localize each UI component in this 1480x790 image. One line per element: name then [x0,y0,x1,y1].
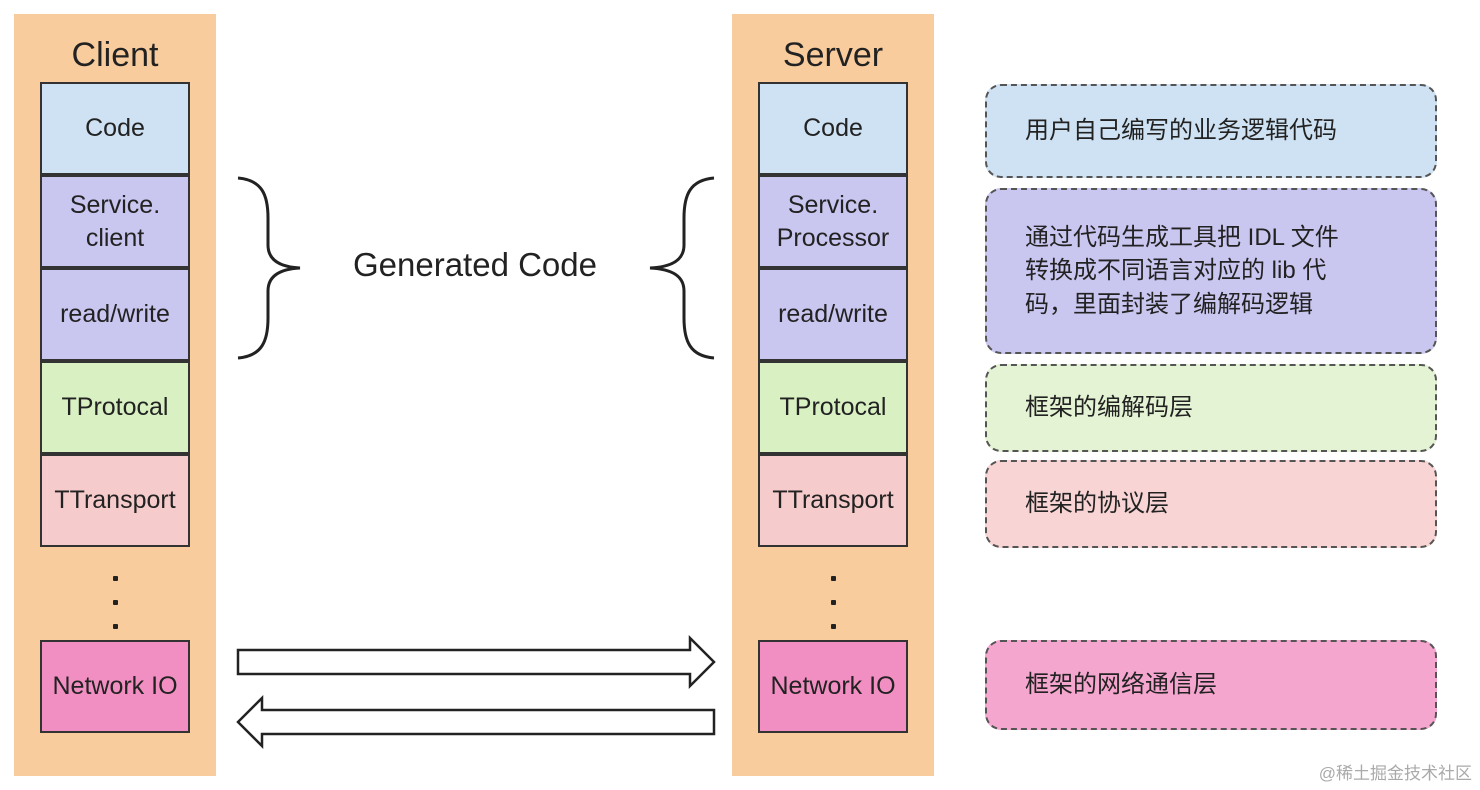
desc-network-text: 框架的网络通信层 [1025,671,1217,699]
server-code-layer: Code [758,82,908,175]
left-brace [237,176,301,360]
client-protocol-layer: TProtocal [40,361,190,454]
server-transport-layer: TTransport [758,454,908,547]
client-service-label: Service. client [69,191,161,252]
server-ellipsis-dot [831,624,836,629]
server-service-label: Service. Processor [776,191,890,252]
server-title: Server [782,36,884,74]
client-ellipsis-dot [113,576,118,581]
server-code-label: Code [803,114,863,143]
server-protocol-layer: TProtocal [758,361,908,454]
right-brace [649,176,715,360]
desc-protocol-box: 框架的编解码层 [985,364,1437,452]
server-protocol-label: TProtocal [779,393,887,422]
desc-generated-text: 通过代码生成工具把 IDL 文件 转换成不同语言对应的 lib 代 码，里面封装… [1025,224,1339,318]
server-readwrite-layer: read/write [758,268,908,361]
server-service-layer: Service. Processor [758,175,908,268]
server-network-label: Network IO [770,672,896,701]
client-network-label: Network IO [52,672,178,701]
server-readwrite-label: read/write [778,300,888,329]
response-arrow [236,694,716,750]
client-code-label: Code [85,114,145,143]
client-title: Client [71,36,159,74]
client-protocol-label: TProtocal [61,393,169,422]
server-network-layer: Network IO [758,640,908,733]
client-ellipsis-dot [113,624,118,629]
client-service-layer: Service. client [40,175,190,268]
client-code-layer: Code [40,82,190,175]
server-transport-label: TTransport [772,486,894,515]
client-network-layer: Network IO [40,640,190,733]
client-readwrite-layer: read/write [40,268,190,361]
client-ellipsis-dot [113,600,118,605]
server-ellipsis-dot [831,600,836,605]
desc-protocol-text: 框架的编解码层 [1025,394,1193,422]
request-arrow [236,634,716,690]
watermark: @稀土掘金技术社区 [1318,764,1472,783]
desc-transport-text: 框架的协议层 [1025,490,1169,518]
client-transport-layer: TTransport [40,454,190,547]
generated-code-label: Generated Code [352,246,597,283]
client-readwrite-label: read/write [60,300,170,329]
desc-network-box: 框架的网络通信层 [985,640,1437,730]
desc-code-box: 用户自己编写的业务逻辑代码 [985,84,1437,178]
desc-transport-box: 框架的协议层 [985,460,1437,548]
desc-generated-box: 通过代码生成工具把 IDL 文件 转换成不同语言对应的 lib 代 码，里面封装… [985,188,1437,354]
desc-code-text: 用户自己编写的业务逻辑代码 [1025,117,1337,145]
client-transport-label: TTransport [54,486,176,515]
server-ellipsis-dot [831,576,836,581]
